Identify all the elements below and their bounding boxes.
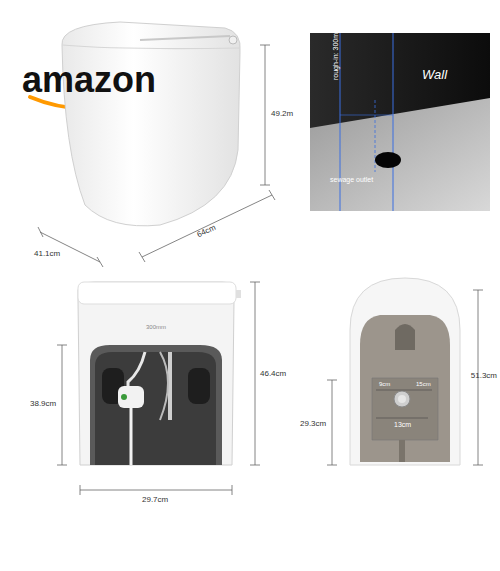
dimension-label: 41.1cm xyxy=(34,250,60,259)
toilet-3d-view xyxy=(62,22,240,226)
tank-label: 300mm xyxy=(146,324,166,331)
dimension-label: 9cm xyxy=(379,381,390,388)
dimension-label: 49.2m xyxy=(271,110,293,119)
watermark-logo: amazon xyxy=(22,60,156,100)
dimension-lines xyxy=(376,390,432,418)
rough-in-label: rough-in: 300mm xyxy=(332,27,340,80)
dimension-lines xyxy=(327,290,483,465)
dimension-label: 64cm xyxy=(196,224,217,240)
dimension-label: 13cm xyxy=(394,421,411,429)
dimension-label: 29.3cm xyxy=(300,420,326,429)
dimension-label: 29.7cm xyxy=(142,496,168,505)
toilet-bottom-view xyxy=(350,278,460,465)
dimension-lines xyxy=(57,282,260,495)
toilet-rear-view xyxy=(78,282,241,465)
outlet-label: sewage outlet xyxy=(330,176,373,184)
dimension-label: 38.9cm xyxy=(30,400,56,409)
wall-label: Wall xyxy=(422,68,447,82)
dimension-label: 46.4cm xyxy=(260,370,286,379)
dimension-label: 15cm xyxy=(416,381,431,388)
dimension-label: 51.3cm xyxy=(471,372,497,381)
